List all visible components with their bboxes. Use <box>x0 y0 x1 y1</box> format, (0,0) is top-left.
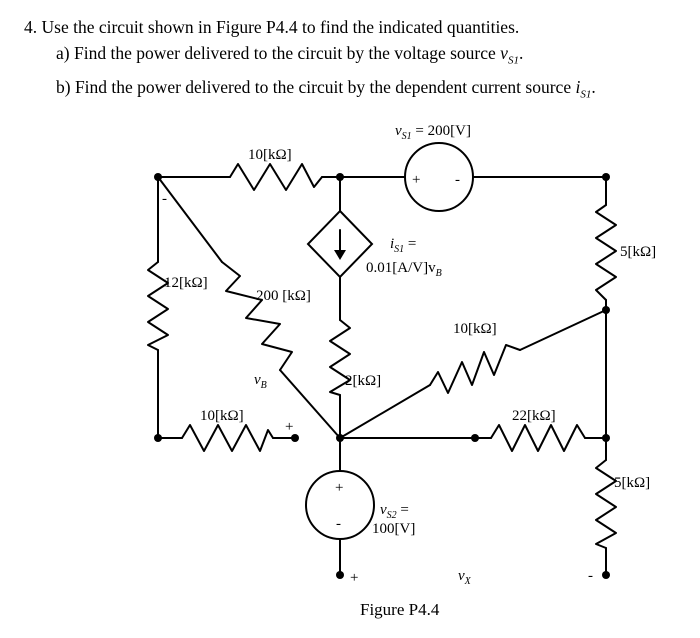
wires <box>157 176 607 576</box>
arrow-down-icon <box>334 250 346 260</box>
label-r-top: 10[kΩ] <box>248 147 292 163</box>
part-a-label: a) <box>56 43 70 63</box>
part-b: b) Find the power delivered to the circu… <box>56 76 596 101</box>
problem-text: Use the circuit shown in Figure P4.4 to … <box>41 17 520 37</box>
node-center <box>336 434 344 442</box>
part-b-variable: i <box>575 76 581 97</box>
problem-intro: 4. Use the circuit shown in Figure P4.4 … <box>24 14 694 40</box>
label-r-bottom-right: 22[kΩ] <box>512 408 556 424</box>
resistor-diag-right <box>429 344 521 394</box>
terminal-vx-left <box>336 571 344 579</box>
node-right-middle <box>602 306 610 314</box>
part-b-label: b) <box>56 76 71 97</box>
label-r-left: 12[kΩ] <box>164 275 208 291</box>
resistor-right-top <box>595 204 617 301</box>
vs1-minus: - <box>455 172 460 188</box>
problem-number: 4. <box>24 17 38 37</box>
resistor-bottom-right <box>490 424 586 452</box>
wire-diag-bottom <box>279 369 341 439</box>
node-top-right <box>602 173 610 181</box>
label-is1: iS1 = <box>390 236 416 255</box>
label-r-diag-right: 10[kΩ] <box>453 321 497 337</box>
vb-minus: - <box>162 191 167 207</box>
problem-statement: 4. Use the circuit shown in Figure P4.4 … <box>24 14 694 107</box>
vx-minus: - <box>588 568 593 584</box>
part-a-text: Find the power delivered to the circuit … <box>73 43 496 63</box>
label-r-bottom-left: 10[kΩ] <box>200 408 244 424</box>
resistor-2k <box>329 319 351 396</box>
voltage-source-vs1: + - <box>404 142 474 212</box>
node-right-lower <box>602 434 610 442</box>
label-vs2: vS2 = <box>380 502 409 521</box>
labels: 10[kΩ] 12[kΩ] 200 [kΩ] 2[kΩ] 10[kΩ] 5[kΩ… <box>162 123 656 619</box>
resistor-200k <box>221 261 293 371</box>
resistor-bottom-left <box>181 424 274 452</box>
label-vs2-value: 100[V] <box>372 521 415 537</box>
vs1-plus: + <box>412 172 420 188</box>
label-vs1: vS1 = 200[V] <box>395 123 471 142</box>
terminal-vx-right <box>602 571 610 579</box>
vb-plus: + <box>285 419 293 435</box>
resistors <box>147 163 617 549</box>
resistor-left <box>147 261 169 351</box>
voltage-source-vs2: + - <box>305 470 375 540</box>
part-b-text: Find the power delivered to the circuit … <box>74 76 572 97</box>
part-a: a) Find the power delivered to the circu… <box>56 43 524 67</box>
label-r-right-bottom: 5[kΩ] <box>614 475 650 491</box>
vs2-minus: - <box>336 516 341 532</box>
label-is1-expr: 0.01[A/V]vB <box>366 260 442 279</box>
label-r-2k: 2[kΩ] <box>345 373 381 389</box>
label-vb: vB <box>254 372 267 391</box>
node-top-left <box>154 173 162 181</box>
label-r-200k: 200 [kΩ] <box>256 288 311 304</box>
node-center-right <box>471 434 479 442</box>
node-top-middle <box>336 173 344 181</box>
resistor-right-bottom <box>595 459 617 549</box>
terminal-vb <box>291 434 299 442</box>
vs2-plus: + <box>335 480 343 496</box>
part-a-subscript: S1 <box>507 54 519 67</box>
label-r-right-top: 5[kΩ] <box>620 244 656 260</box>
vx-plus: + <box>350 570 358 586</box>
wire-diag-top <box>157 176 223 263</box>
part-a-variable: v <box>500 43 508 63</box>
wire-diag2-lower <box>339 384 431 439</box>
nodes <box>154 173 610 579</box>
vs2-circle <box>305 470 375 540</box>
wire-diag2-upper <box>519 309 607 351</box>
label-vx: vX <box>458 568 472 587</box>
part-b-subscript: S1 <box>580 88 592 100</box>
dependent-current-source <box>306 209 374 279</box>
figure-caption: Figure P4.4 <box>360 600 440 619</box>
vs1-circle <box>404 142 474 212</box>
resistor-top <box>229 163 323 191</box>
node-bottom-left <box>154 434 162 442</box>
